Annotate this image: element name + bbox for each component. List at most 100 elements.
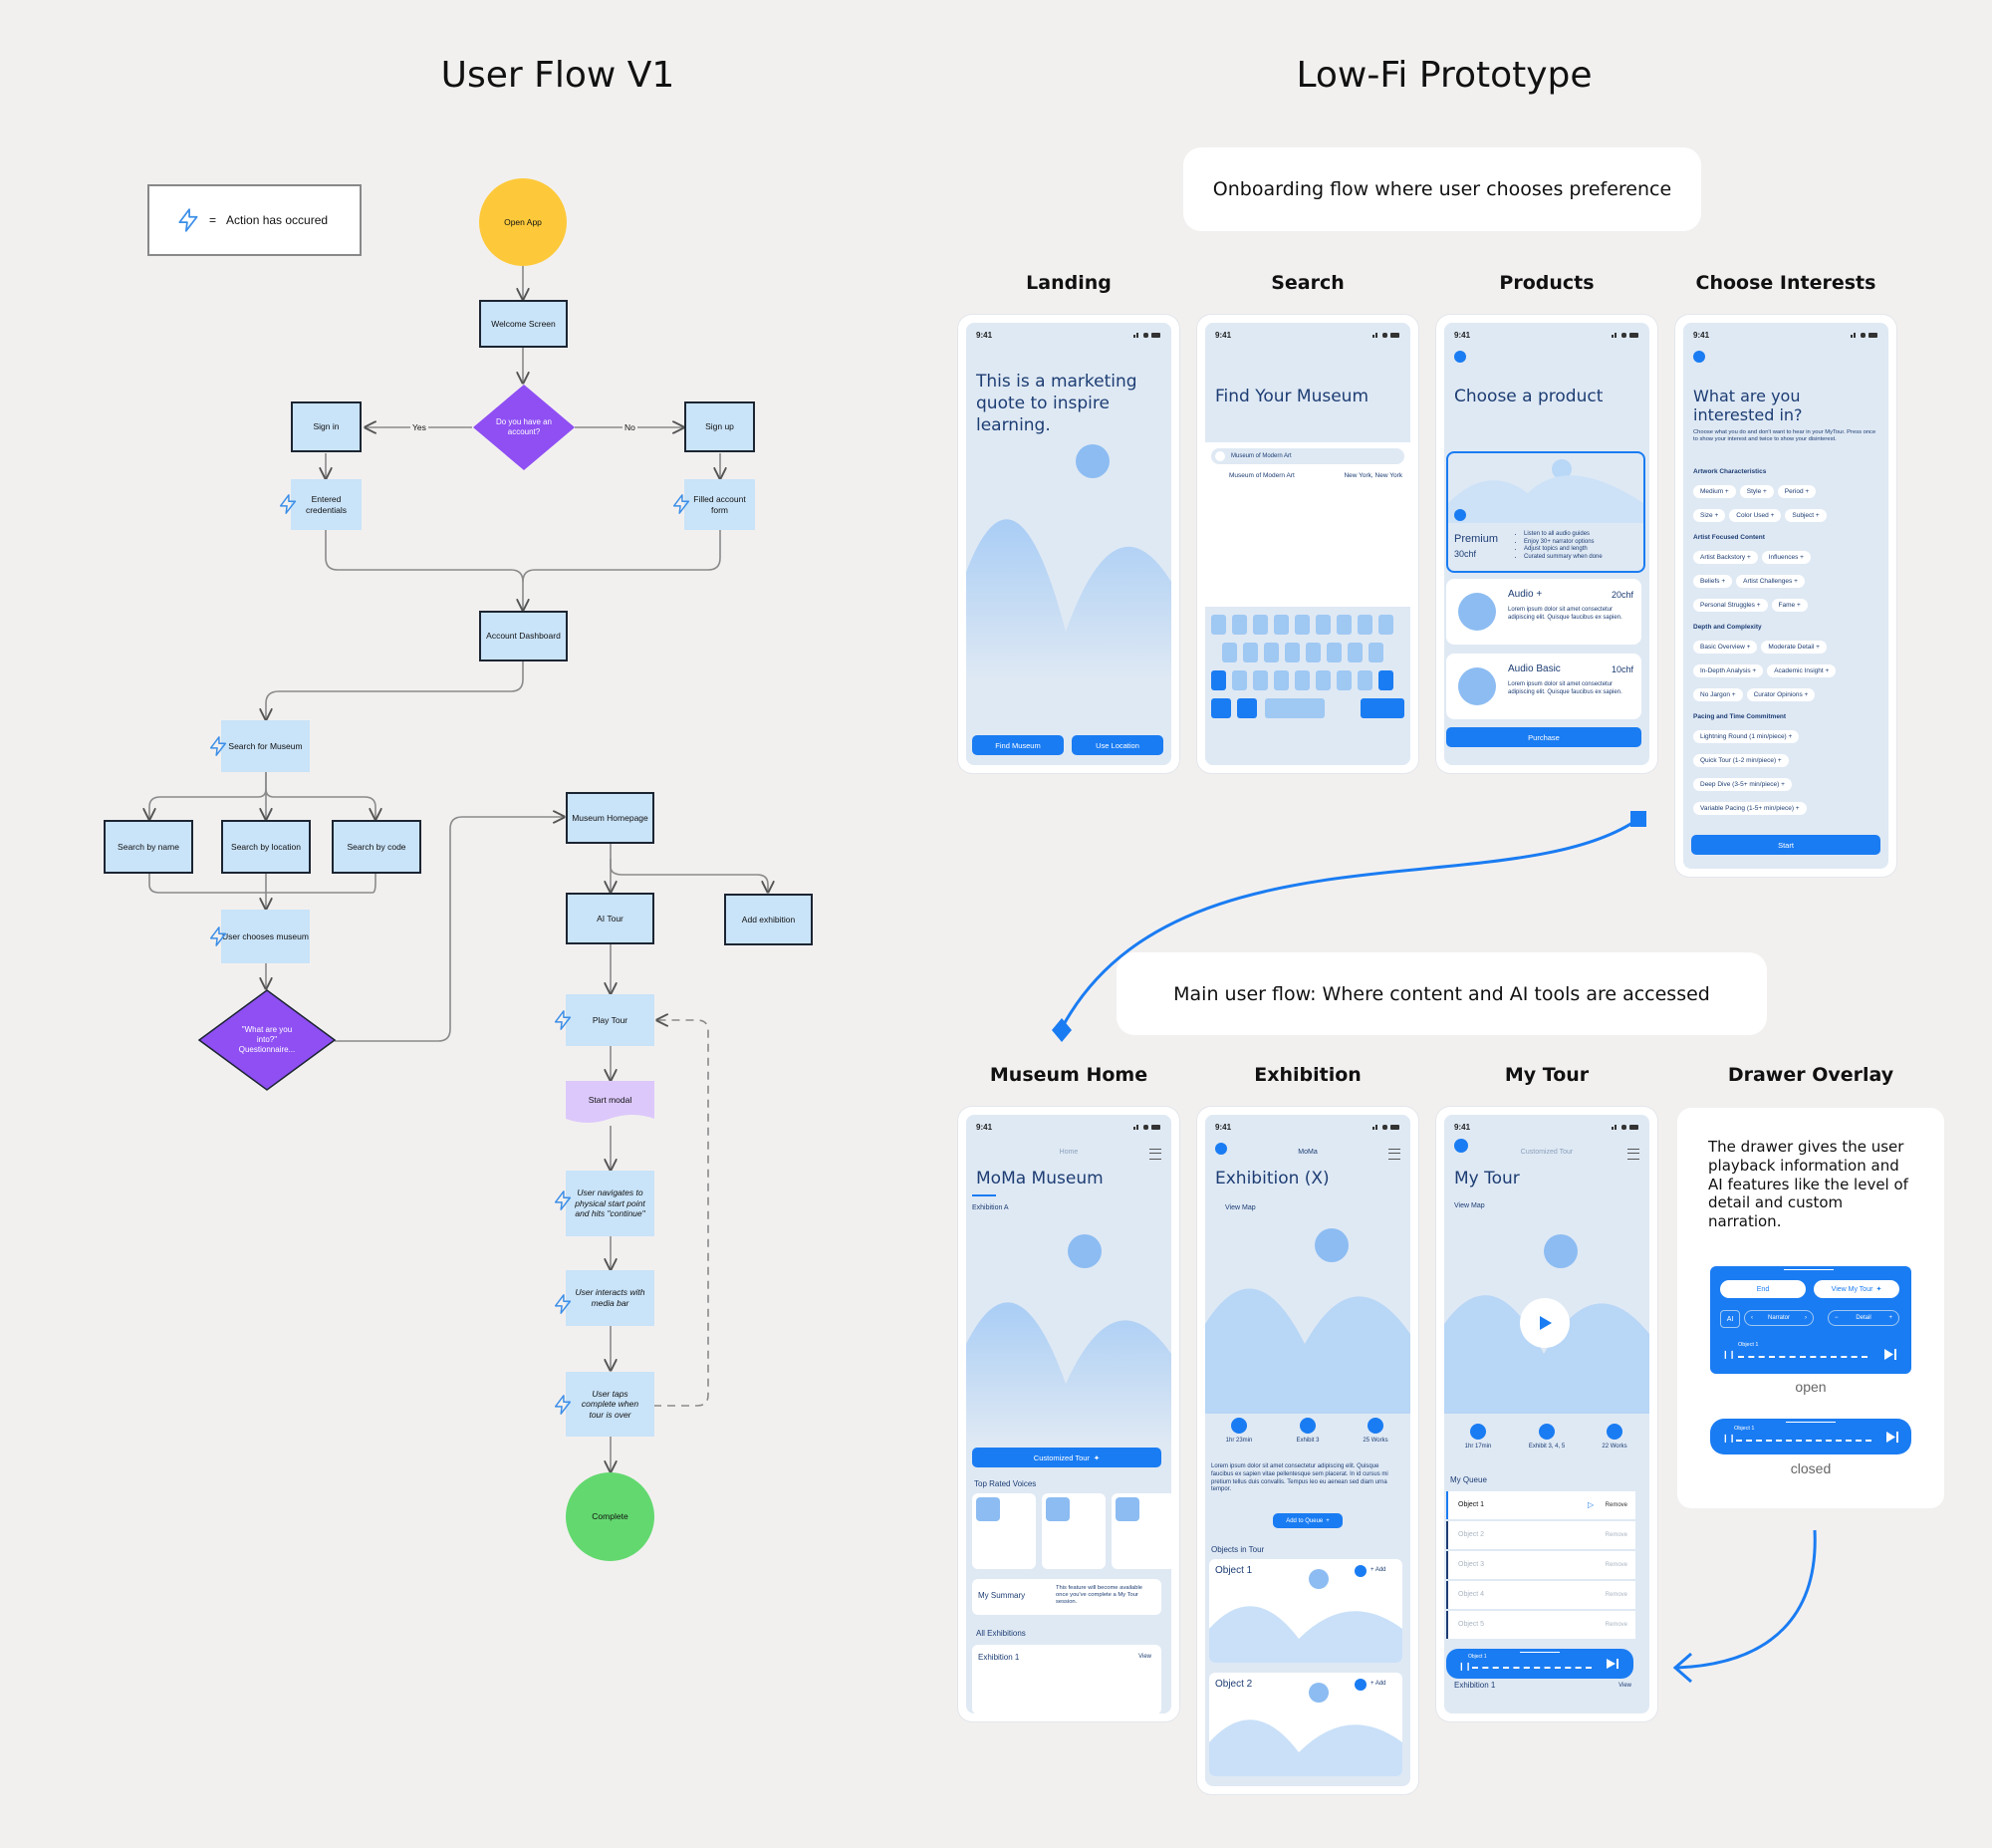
drawer-closed[interactable]: Object 1 ❙❙ [1710, 1419, 1911, 1454]
chip-period[interactable]: Period + [1777, 485, 1817, 498]
object-card[interactable]: Object 1 + Add [1209, 1559, 1402, 1663]
chip-lightning-round[interactable]: Lightning Round (1 min/piece) + [1693, 730, 1800, 743]
chip-moderate-detail[interactable]: Moderate Detail + [1761, 641, 1827, 654]
chevron-right-icon[interactable]: › [1804, 1315, 1807, 1321]
chip-no-jargon[interactable]: No Jargon + [1693, 688, 1743, 701]
queue-item[interactable]: Object 4 Remove [1446, 1581, 1635, 1609]
chip-beliefs[interactable]: Beliefs + [1693, 575, 1733, 588]
audio-basic-card[interactable]: Audio Basic 10chf Lorem ipsum dolor sit … [1446, 654, 1641, 719]
back-icon[interactable] [1454, 351, 1466, 363]
premium-card[interactable]: Premium 30chf Listen to all audio guides… [1446, 451, 1645, 573]
chip-color-used[interactable]: Color Used + [1729, 509, 1782, 522]
detail-stepper[interactable]: −Detail+ [1828, 1310, 1899, 1326]
play-icon[interactable]: ▷ [1588, 1500, 1595, 1509]
remove-link[interactable]: Remove [1605, 1532, 1627, 1538]
ai-button[interactable]: AI [1720, 1310, 1740, 1328]
chip-subject[interactable]: Subject + [1785, 509, 1827, 522]
start-button[interactable]: Start [1691, 835, 1880, 855]
chip-basic-overview[interactable]: Basic Overview + [1693, 641, 1758, 654]
chip-style[interactable]: Style + [1739, 485, 1774, 498]
premium-price: 30chf [1454, 549, 1477, 559]
view-my-tour-button[interactable]: View My Tour✦ [1814, 1280, 1899, 1298]
remove-link[interactable]: Remove [1605, 1502, 1627, 1508]
voice-card[interactable] [1112, 1493, 1171, 1569]
exhibition-card[interactable]: Exhibition 1 View [972, 1645, 1161, 1714]
remove-link[interactable]: Remove [1605, 1562, 1627, 1568]
voice-card[interactable] [1042, 1493, 1106, 1569]
chip-influences[interactable]: Influences + [1761, 551, 1811, 564]
pause-icon[interactable]: ❙❙ [1722, 1350, 1736, 1359]
chip-curator-opinions[interactable]: Curator Opinions + [1746, 688, 1816, 701]
back-icon[interactable] [1215, 1143, 1227, 1155]
add-link[interactable]: + Add [1370, 1681, 1386, 1687]
purchase-button[interactable]: Purchase [1446, 727, 1641, 747]
menu-icon[interactable] [1627, 1149, 1639, 1160]
search-input[interactable]: Museum of Modern Art [1211, 448, 1404, 464]
progress-track[interactable] [1736, 1440, 1871, 1442]
chip-deep-dive[interactable]: Deep Dive (3-5+ min/piece) + [1693, 778, 1792, 791]
chip-artist-challenges[interactable]: Artist Challenges + [1736, 575, 1805, 588]
view-link[interactable]: View [1618, 1683, 1631, 1689]
status-icons [1851, 333, 1877, 338]
audio-plus-card[interactable]: Audio + 20chf Lorem ipsum dolor sit amet… [1446, 579, 1641, 645]
pause-icon[interactable]: ❙❙ [1458, 1662, 1472, 1671]
queue-item[interactable]: Object 1 ▷ Remove [1446, 1491, 1635, 1519]
plus-icon[interactable]: + [1888, 1315, 1892, 1321]
play-button[interactable] [1520, 1298, 1570, 1348]
drawer-handle[interactable] [1786, 1422, 1836, 1423]
view-map-link[interactable]: View Map [1225, 1204, 1256, 1211]
skip-next-icon[interactable] [1883, 1348, 1897, 1361]
customized-tour-button[interactable]: Customized Tour✦ [972, 1448, 1161, 1467]
chip-in-depth[interactable]: In-Depth Analysis + [1693, 664, 1764, 677]
chip-size[interactable]: Size + [1693, 509, 1726, 522]
use-location-button[interactable]: Use Location [1072, 735, 1163, 755]
chip-personal-struggles[interactable]: Personal Struggles + [1693, 599, 1768, 612]
interests-title: What are you interested in? [1693, 387, 1803, 425]
voice-card[interactable] [972, 1493, 1036, 1569]
back-icon[interactable] [1693, 351, 1705, 363]
add-to-queue-button[interactable]: Add to Queue+ [1273, 1513, 1343, 1528]
play-icon[interactable] [1355, 1679, 1367, 1691]
media-bar[interactable]: Object 1 ❙❙ [1446, 1649, 1633, 1679]
skip-next-icon[interactable] [1606, 1658, 1619, 1670]
chip-artist-backstory[interactable]: Artist Backstory + [1693, 551, 1758, 564]
find-museum-button[interactable]: Find Museum [972, 735, 1064, 755]
end-button[interactable]: End [1720, 1280, 1806, 1298]
home-icon[interactable] [1454, 1139, 1468, 1153]
menu-icon[interactable] [1388, 1149, 1400, 1160]
skip-next-icon[interactable] [1885, 1431, 1899, 1444]
keyboard-keys[interactable] [1205, 607, 1410, 736]
add-link[interactable]: + Add [1370, 1567, 1386, 1573]
object-card[interactable]: Object 2 + Add [1209, 1673, 1402, 1776]
status-icons [1612, 333, 1638, 338]
chevron-left-icon[interactable]: ‹ [1751, 1315, 1753, 1321]
narrator-stepper[interactable]: ‹Narrator› [1744, 1310, 1814, 1326]
drawer-open[interactable]: End View My Tour✦ AI ‹Narrator› −Detail+… [1710, 1266, 1911, 1374]
remove-link[interactable]: Remove [1605, 1622, 1627, 1628]
minus-icon[interactable]: − [1835, 1315, 1839, 1321]
menu-icon[interactable] [1149, 1149, 1161, 1160]
remove-link[interactable]: Remove [1605, 1592, 1627, 1598]
chip-quick-tour[interactable]: Quick Tour (1-2 min/piece) + [1693, 754, 1789, 767]
exhibition-tab[interactable]: Exhibition A [972, 1204, 1009, 1211]
queue-item[interactable]: Object 2 Remove [1446, 1521, 1635, 1549]
chip-variable-pacing[interactable]: Variable Pacing (1-5+ min/piece) + [1693, 802, 1807, 815]
keyboard[interactable] [1205, 607, 1410, 765]
stat-exhibits: Exhibit 3, 4, 5 [1528, 1444, 1566, 1450]
progress-track[interactable] [1472, 1667, 1592, 1669]
status-time: 9:41 [1215, 1123, 1232, 1132]
chip-academic[interactable]: Academic Insight + [1767, 664, 1837, 677]
search-result[interactable]: Museum of Modern Art [1229, 472, 1295, 479]
drawer-handle[interactable] [1784, 1269, 1834, 1270]
progress-track[interactable] [1738, 1356, 1868, 1358]
view-map-link[interactable]: View Map [1454, 1202, 1485, 1209]
pause-icon[interactable]: ❙❙ [1722, 1434, 1736, 1443]
queue-item[interactable]: Object 3 Remove [1446, 1551, 1635, 1579]
play-icon[interactable] [1355, 1565, 1367, 1577]
drawer-handle[interactable] [1520, 1652, 1560, 1653]
queue-item[interactable]: Object 5 Remove [1446, 1611, 1635, 1639]
view-link[interactable]: View [1138, 1654, 1151, 1660]
chip-fame[interactable]: Fame + [1771, 599, 1808, 612]
caption-main-flow: Main user flow: Where content and AI too… [1117, 952, 1767, 1035]
chip-medium[interactable]: Medium + [1693, 485, 1736, 498]
